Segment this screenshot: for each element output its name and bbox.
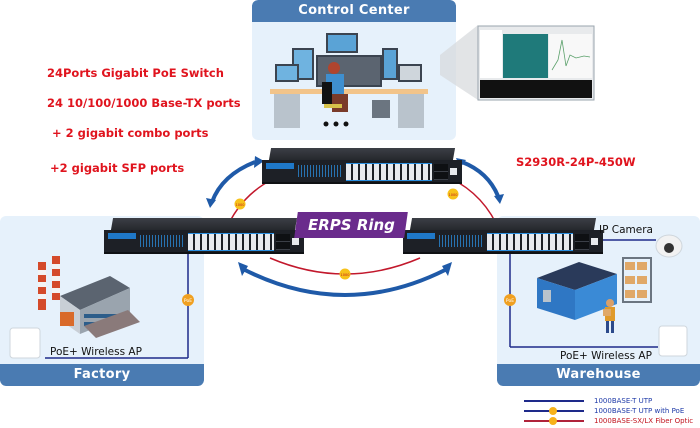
- legend-item-fiber: 1000BASE-SX/LX Fiber Optic: [520, 416, 700, 426]
- fiber-badge-right: 1000: [447, 188, 459, 200]
- console-port: [450, 168, 457, 175]
- sfp-ports: [276, 234, 290, 250]
- spec-combo-ports: + 2 gigabit combo ports: [52, 126, 209, 140]
- poe-badge-factory: PoE: [182, 294, 194, 306]
- erps-ring-label: ERPS Ring: [294, 212, 408, 238]
- svg-text:1000: 1000: [236, 203, 245, 207]
- fiber-badge-left: 1000: [234, 198, 246, 210]
- svg-text:PoE: PoE: [184, 298, 192, 304]
- legend: 1000BASE-T UTP 1000BASE-T UTP with PoE 1…: [520, 396, 700, 426]
- switch-left: [104, 218, 304, 258]
- arrow-head: [254, 156, 264, 168]
- projection-beam: [440, 25, 478, 100]
- switch-right: [403, 218, 603, 258]
- arrow-head: [442, 262, 452, 276]
- arrow-head: [494, 194, 504, 204]
- svg-text:1000: 1000: [449, 193, 458, 197]
- model-number: S2930R-24P-450W: [516, 155, 636, 169]
- console-port: [591, 238, 598, 245]
- legend-item-utp-poe: 1000BASE-T UTP with PoE: [520, 406, 700, 416]
- legend-item-utp: 1000BASE-T UTP: [520, 396, 700, 406]
- arrow-head: [238, 262, 248, 276]
- ip-camera-label: IP Camera: [599, 224, 653, 236]
- arrow-head: [206, 198, 216, 208]
- factory-ap-label: PoE+ Wireless AP: [50, 346, 142, 358]
- factory-title: Factory: [0, 364, 204, 386]
- legend-poe-dot: [549, 407, 557, 415]
- spec-tx-ports: 24 10/100/1000 Base-TX ports: [47, 96, 241, 110]
- legend-fiber-dot: [549, 417, 557, 425]
- warehouse-ap-label: PoE+ Wireless AP: [560, 350, 652, 362]
- sfp-ports: [434, 164, 448, 180]
- rj45-ports: [346, 163, 432, 181]
- switch-top: [262, 148, 462, 188]
- console-port: [292, 238, 299, 245]
- warehouse-illustration: [537, 234, 688, 357]
- arrow-bottom: [244, 268, 446, 297]
- svg-text:1000: 1000: [341, 273, 350, 277]
- factory-illustration: [9, 256, 140, 359]
- arrow-top-left: [210, 160, 256, 203]
- rj45-ports: [188, 233, 274, 251]
- rj45-ports: [487, 233, 573, 251]
- control-center-title: Control Center: [252, 0, 456, 22]
- spec-title: 24Ports Gigabit PoE Switch: [47, 66, 224, 80]
- fiber-badge-bottom: 1000: [339, 268, 351, 280]
- spec-sfp-ports: +2 gigabit SFP ports: [50, 161, 185, 175]
- control-center-zone: Control Center: [252, 0, 456, 140]
- legend-line-utp: [524, 400, 584, 402]
- arrow-top-right: [461, 160, 500, 197]
- sfp-ports: [575, 234, 589, 250]
- warehouse-title: Warehouse: [497, 364, 700, 386]
- svg-text:PoE: PoE: [506, 298, 514, 304]
- control-room-illustration: [270, 33, 428, 128]
- poe-badge-warehouse: PoE: [504, 294, 516, 306]
